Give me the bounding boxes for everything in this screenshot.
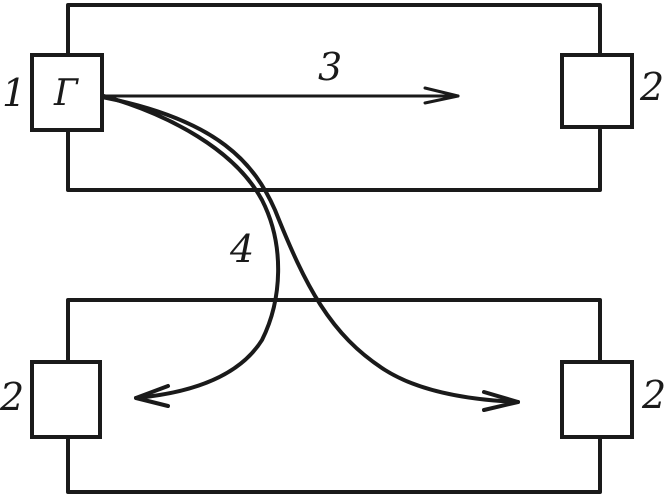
generator-letter: Г xyxy=(53,73,79,114)
receiver-block-bottom-right xyxy=(560,360,634,439)
direct-path-arrow xyxy=(100,86,460,105)
bottom-circuit-upper-wire xyxy=(66,298,602,364)
bottom-circuit-lower-wire xyxy=(66,435,602,494)
receiver-number-label-bottom-right: 2 xyxy=(641,373,666,417)
direct-path-number-label: 3 xyxy=(318,45,342,89)
receiver-block-top-right xyxy=(560,53,634,129)
generator-number-label: 1 xyxy=(2,71,26,115)
top-circuit-upper-wire xyxy=(66,3,602,57)
cross-path-number-label: 4 xyxy=(229,227,254,271)
generator-block: Г xyxy=(30,53,104,132)
cross-path-arrowhead-bottom-left xyxy=(134,384,170,408)
top-circuit-lower-wire xyxy=(66,128,602,192)
receiver-block-bottom-left xyxy=(30,360,102,439)
receiver-number-label-top-right: 2 xyxy=(639,65,664,109)
cross-path-curve-to-bottom-left xyxy=(102,94,281,400)
cross-path-arrows xyxy=(100,94,520,412)
receiver-number-label-bottom-left: 2 xyxy=(0,375,24,419)
top-circuit xyxy=(66,3,602,192)
cross-path-curve-to-bottom-right xyxy=(100,95,520,404)
bottom-circuit xyxy=(66,298,602,494)
cross-path-arrowhead-bottom-right xyxy=(482,390,520,412)
